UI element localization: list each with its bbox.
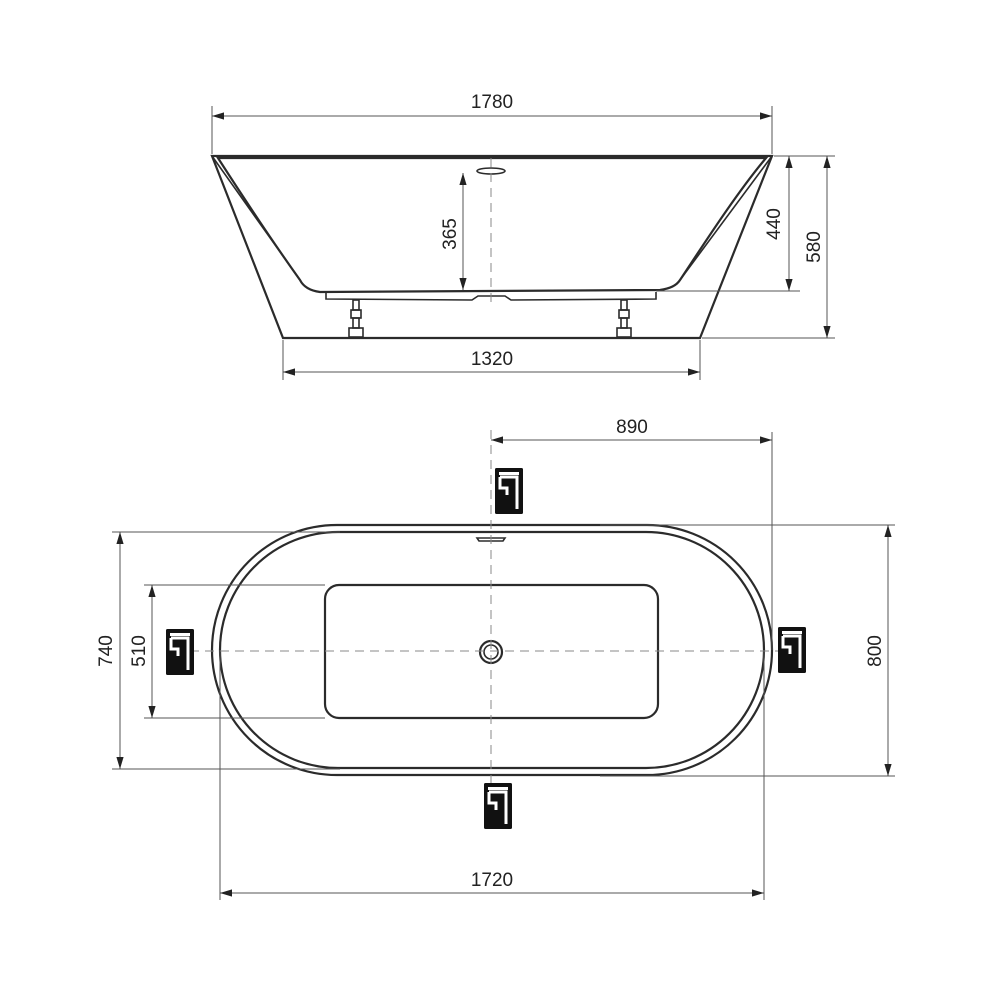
top-view: 890 740 510 800 1720 (96, 417, 895, 900)
dim-base-width: 1320 (471, 349, 513, 370)
dim-mid-height: 440 (764, 208, 785, 240)
tub-inner-basin (215, 156, 769, 294)
dim-top-width: 1780 (471, 92, 513, 113)
tub-rim-outer (210, 523, 774, 777)
dim-total-length: 1720 (471, 870, 513, 891)
tub-outer-shell (210, 154, 774, 340)
faucet-position-icon (164, 627, 196, 677)
side-view: 1780 365 440 580 1320 (210, 92, 835, 380)
dim-half-length: 890 (616, 417, 648, 438)
faucet-position-icon (482, 781, 514, 831)
dim-inner-depth: 365 (440, 218, 461, 250)
faucet-position-icon (493, 466, 525, 516)
dim-inner-width: 510 (129, 635, 150, 667)
tub-rim-inner (218, 530, 766, 770)
dim-total-width: 800 (865, 635, 886, 667)
dim-total-height: 580 (804, 231, 825, 263)
dim-outer-width: 740 (96, 635, 117, 667)
leg-right (616, 299, 632, 338)
faucet-position-icon (776, 625, 808, 675)
leg-left (348, 299, 364, 338)
